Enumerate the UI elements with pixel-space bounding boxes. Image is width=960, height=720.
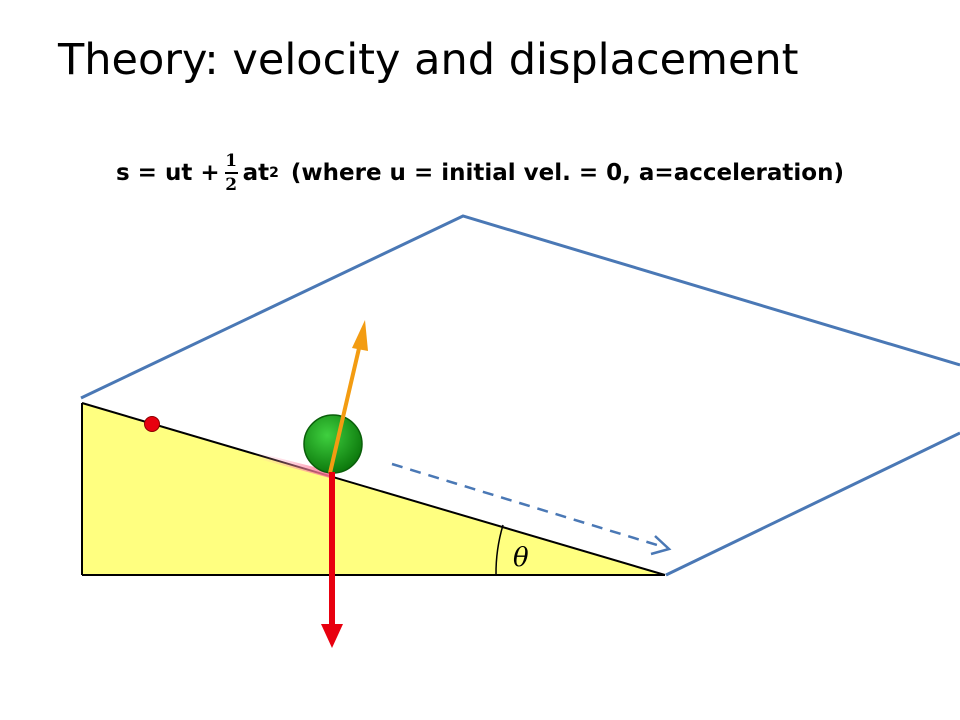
- plane-outline: [80, 214, 960, 400]
- motion-trail: [255, 452, 330, 478]
- formula-fraction: 1 2: [224, 151, 238, 195]
- fraction-denominator: 2: [225, 175, 238, 195]
- plane-outline-lower: [665, 431, 960, 577]
- fraction-numerator: 1: [225, 151, 238, 171]
- gravity-arrowhead: [321, 624, 343, 648]
- formula-lhs: s = ut +: [115, 160, 220, 186]
- normal-force-arrowhead: [352, 320, 368, 351]
- formula-exponent: 2: [269, 165, 279, 181]
- slide-title: Theory: velocity and displacement: [58, 35, 799, 85]
- formula-term: at: [242, 160, 270, 186]
- normal-force-arrow: [328, 343, 362, 474]
- angle-label: θ: [513, 543, 529, 573]
- motion-direction-arrow: [391, 462, 658, 547]
- formula-note: (where u = initial vel. = 0, a=accelerat…: [290, 160, 844, 186]
- motion-arrowhead: [650, 535, 672, 556]
- incline-slope: [81, 402, 666, 576]
- start-marker: [144, 416, 160, 432]
- fraction-bar: [224, 172, 238, 174]
- angle-arc: [495, 524, 504, 576]
